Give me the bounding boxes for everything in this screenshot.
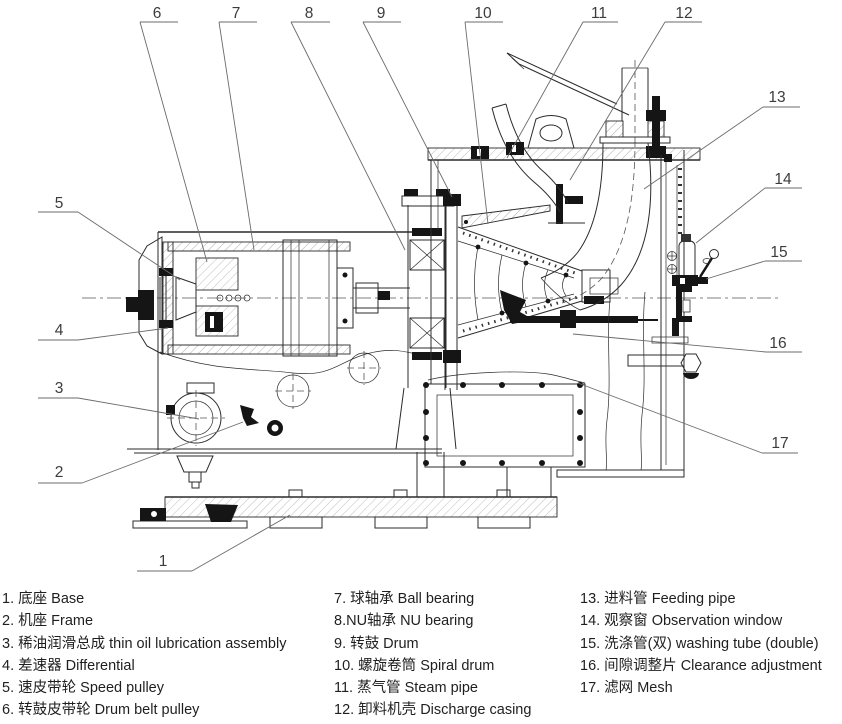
legend-item: 16. 间隙调整片 Clearance adjustment: [580, 657, 822, 674]
differential-gearbox: [126, 239, 410, 357]
legend-item: 9. 转鼓 Drum: [334, 635, 419, 652]
legend-item: 2. 机座 Frame: [2, 613, 94, 630]
callout-number-7: 7: [232, 5, 241, 22]
callout-number-13: 13: [768, 89, 785, 106]
leader-8: [290, 21, 406, 251]
legend-column-3: 13. 进料管 Feeding pipe 14. 观察窗 Observation…: [580, 588, 822, 699]
callout-number-11: 11: [591, 5, 607, 22]
callout-number-5: 5: [55, 195, 64, 212]
discharge-casing: [423, 115, 701, 497]
leader-5: [38, 211, 181, 281]
callout-number-10: 10: [474, 5, 492, 22]
ball-bearing: [409, 239, 445, 271]
leader-14: [695, 187, 802, 244]
speed-pulley: [126, 290, 154, 320]
leader-16: [572, 333, 802, 353]
leader-3: [38, 397, 200, 420]
leader-13: [643, 106, 800, 190]
bearing-tower: [395, 189, 457, 450]
callout-numbers: 1 2 3 4 5 6 7 8 9 10 11 12 13 14 15 16 1…: [55, 5, 792, 570]
callout-number-14: 14: [774, 171, 792, 188]
leader-4: [38, 327, 169, 341]
callout-number-17: 17: [771, 435, 788, 452]
leader-6: [139, 21, 208, 263]
legend-item: 7. 球轴承 Ball bearing: [334, 591, 475, 607]
base: [132, 489, 558, 529]
leader-9: [362, 21, 453, 198]
callout-number-6: 6: [153, 5, 162, 22]
callout-number-9: 9: [377, 5, 386, 22]
leader-15: [705, 260, 802, 280]
leader-12: [569, 21, 702, 181]
callout-number-16: 16: [769, 335, 786, 352]
callout-number-2: 2: [55, 464, 64, 481]
legend-item: 5. 速皮带轮 Speed pulley: [2, 680, 164, 697]
leader-lines: [38, 21, 802, 572]
legend-item: 13. 进料管 Feeding pipe: [580, 591, 736, 607]
callout-number-4: 4: [55, 322, 64, 339]
oil-lubrication-assembly: [166, 382, 283, 446]
legend: 1. 底座 Base 2. 机座 Frame 3. 稀油润滑总成 thin oi…: [0, 586, 842, 724]
legend-item: 12. 卸料机壳 Discharge casing: [334, 702, 532, 719]
machine-diagram: 1 2 3 4 5 6 7 8 9 10 11 12 13 14 15 16 1…: [38, 5, 802, 572]
callout-number-3: 3: [55, 380, 64, 397]
spiral-flights: [474, 244, 569, 321]
leader-17: [577, 382, 798, 454]
observation-window: [667, 234, 696, 280]
nu-bearing: [409, 317, 445, 349]
spiral-drum-strip: [461, 204, 551, 229]
frame: [127, 231, 445, 497]
clearance-adjustment: [500, 290, 658, 328]
callout-number-15: 15: [770, 244, 787, 261]
leader-7: [218, 21, 257, 251]
drum-belt-pulley: [282, 239, 354, 357]
legend-item: 15. 洗涤管(双) washing tube (double): [580, 635, 819, 652]
leader-10: [464, 21, 503, 225]
legend-item: 6. 转鼓皮带轮 Drum belt pulley: [2, 702, 200, 719]
legend-column-1: 1. 底座 Base 2. 机座 Frame 3. 稀油润滑总成 thin oi…: [2, 588, 286, 722]
legend-item: 14. 观察窗 Observation window: [580, 613, 783, 630]
legend-item: 8.NU轴承 NU bearing: [334, 613, 474, 630]
legend-item: 3. 稀油润滑总成 thin oil lubrication assembly: [2, 635, 287, 652]
leader-1: [137, 514, 291, 572]
drum: [443, 184, 658, 390]
feeding-pipe: [506, 52, 671, 311]
callout-number-1: 1: [159, 553, 168, 570]
legend-item: 11. 蒸气管 Steam pipe: [334, 680, 478, 697]
legend-item: 17. 滤网 Mesh: [580, 680, 673, 697]
legend-column-2: 7. 球轴承 Ball bearing 8.NU轴承 NU bearing 9.…: [334, 588, 531, 722]
mesh-window: [423, 382, 586, 468]
leader-11: [506, 21, 618, 159]
legend-item: 10. 螺旋卷筒 Spiral drum: [334, 657, 495, 674]
leader-2: [38, 421, 244, 484]
callout-number-8: 8: [305, 5, 314, 22]
callout-number-12: 12: [675, 5, 692, 22]
diagram-area: 1 2 3 4 5 6 7 8 9 10 11 12 13 14 15 16 1…: [38, 5, 802, 572]
legend-item: 4. 差速器 Differential: [2, 657, 135, 674]
washing-tube: [672, 249, 719, 336]
legend-item: 1. 底座 Base: [2, 591, 85, 607]
